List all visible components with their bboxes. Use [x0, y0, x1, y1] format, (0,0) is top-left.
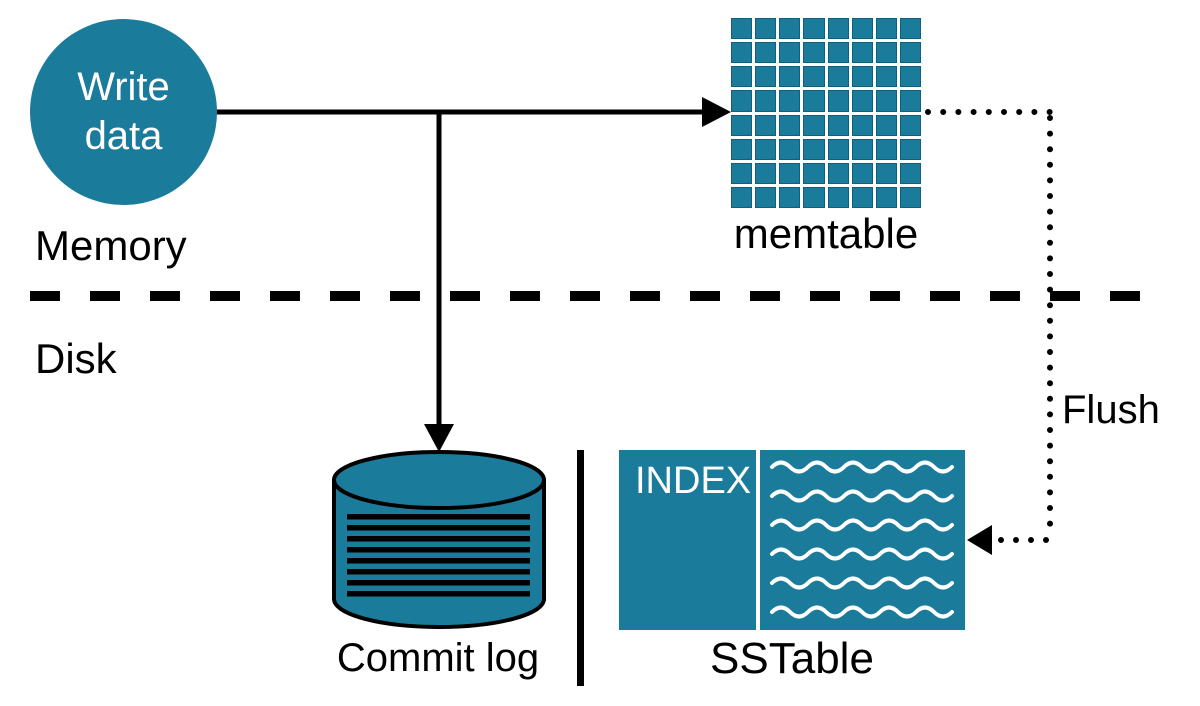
- memtable-cell: [851, 138, 873, 160]
- memtable-cell: [899, 42, 921, 64]
- memtable-cell: [779, 186, 801, 208]
- memtable-cell: [779, 162, 801, 184]
- memtable-cell: [851, 114, 873, 136]
- memory-region-label: Memory: [35, 222, 187, 269]
- memtable-cell: [851, 18, 873, 40]
- memtable-cell: [851, 90, 873, 112]
- memtable-cell: [803, 42, 825, 64]
- memtable-cell: [899, 186, 921, 208]
- memtable-cell: [731, 162, 753, 184]
- memtable-cell: [827, 90, 849, 112]
- memtable-cell: [803, 138, 825, 160]
- memtable-cell: [755, 90, 777, 112]
- memtable-cell: [779, 90, 801, 112]
- write-to-commitlog-arrow: [424, 110, 454, 452]
- memtable-cell: [731, 18, 753, 40]
- memtable-cell: [899, 138, 921, 160]
- write-to-memtable-arrow: [216, 97, 731, 127]
- sstable-label: SSTable: [710, 634, 874, 683]
- memtable-cell: [731, 90, 753, 112]
- memtable-cell: [803, 162, 825, 184]
- memtable-cell: [755, 18, 777, 40]
- memtable-cell: [899, 18, 921, 40]
- commit-log-cylinder-icon: [332, 450, 546, 629]
- memtable-cell: [851, 42, 873, 64]
- memtable-cell: [779, 66, 801, 88]
- memtable-cell: [851, 186, 873, 208]
- memtable-cell: [779, 42, 801, 64]
- memtable-cell: [875, 138, 897, 160]
- disk-region-label: Disk: [35, 335, 117, 382]
- memtable-cell: [899, 114, 921, 136]
- memtable-cell: [755, 66, 777, 88]
- sstable-index-label: INDEX: [635, 460, 752, 502]
- memtable-cell: [875, 114, 897, 136]
- memtable-cell: [731, 66, 753, 88]
- memtable-cell: [803, 186, 825, 208]
- memtable-cell: [803, 18, 825, 40]
- memtable-cell: [755, 114, 777, 136]
- memtable-label: memtable: [733, 210, 919, 257]
- memtable-cell: [779, 138, 801, 160]
- memtable-cell: [755, 138, 777, 160]
- memtable-cell: [827, 66, 849, 88]
- memtable-cell: [875, 18, 897, 40]
- memtable-cell: [827, 186, 849, 208]
- memtable-cell: [731, 114, 753, 136]
- memtable-cell: [875, 90, 897, 112]
- memtable-cell: [851, 162, 873, 184]
- memtable-cell: [875, 186, 897, 208]
- commit-log-lines: [347, 514, 530, 597]
- memtable-cell: [899, 66, 921, 88]
- sstable-index-box: [619, 450, 756, 630]
- memtable-cell: [779, 18, 801, 40]
- memtable-cell: [755, 186, 777, 208]
- memtable-cell: [827, 114, 849, 136]
- divider-bar: [577, 450, 584, 686]
- memtable-cell: [731, 138, 753, 160]
- memtable-cell: [851, 66, 873, 88]
- sstable-data-box: [760, 450, 965, 630]
- memtable-cell: [875, 42, 897, 64]
- memtable-cell: [779, 114, 801, 136]
- commit-log-label: Commit log: [336, 636, 540, 680]
- memtable-cell: [875, 162, 897, 184]
- sstable-wave-lines: [770, 460, 954, 619]
- memtable-cell: [803, 114, 825, 136]
- memtable-cell: [827, 42, 849, 64]
- memtable-grid-icon: [731, 18, 921, 208]
- memtable-cell: [899, 162, 921, 184]
- memtable-cell: [731, 42, 753, 64]
- write-data-label: Write data: [77, 65, 170, 158]
- memtable-cell: [899, 90, 921, 112]
- memtable-cell: [755, 42, 777, 64]
- memtable-cell: [827, 18, 849, 40]
- memtable-cell: [803, 66, 825, 88]
- memtable-cell: [803, 90, 825, 112]
- flush-dotted-path: [925, 109, 1053, 543]
- memtable-cell: [755, 162, 777, 184]
- memtable-cell: [827, 162, 849, 184]
- memtable-cell: [827, 138, 849, 160]
- sstable-icon: [619, 450, 965, 630]
- write-data-node: Write data: [30, 19, 217, 205]
- flush-label: Flush: [1062, 388, 1160, 432]
- memtable-cell: [875, 66, 897, 88]
- flush-arrowhead-icon: [967, 525, 992, 555]
- memtable-cell: [731, 186, 753, 208]
